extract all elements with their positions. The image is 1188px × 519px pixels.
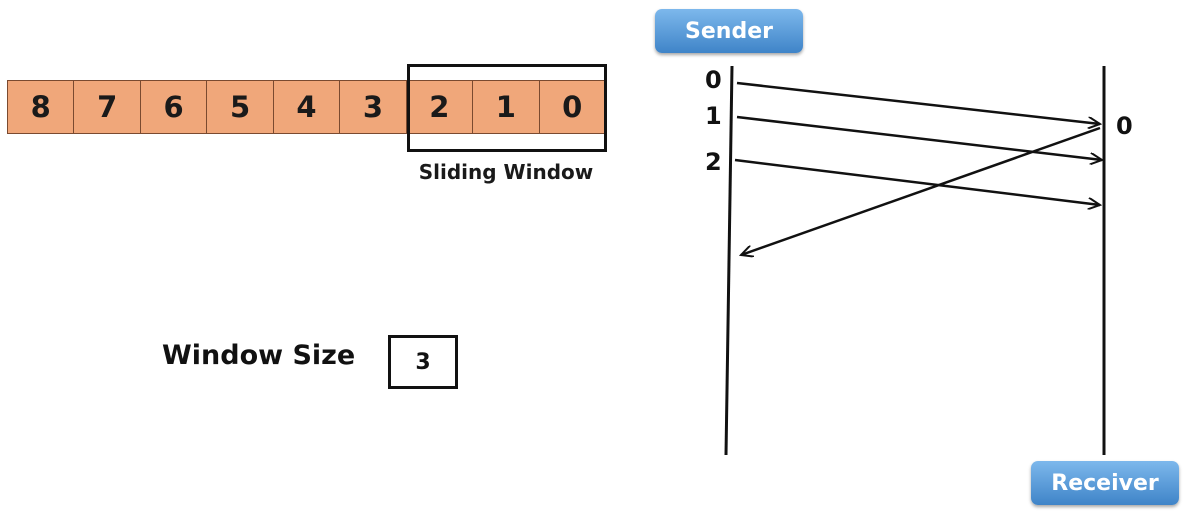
frame-cell: 6 <box>141 81 208 133</box>
frame-cell: 4 <box>274 81 341 133</box>
frame-cell: 1 <box>473 81 540 133</box>
sender-seq-label: 1 <box>705 102 722 130</box>
frame-cell: 2 <box>407 81 474 133</box>
frame-cell: 7 <box>74 81 141 133</box>
ack-arrow-0 <box>741 126 1101 255</box>
frame-arrow-2 <box>734 158 1100 205</box>
frame-cell: 3 <box>340 81 407 133</box>
sliding-window-label: Sliding Window <box>418 160 594 184</box>
frame-buffer: 8 7 6 5 4 3 2 1 0 <box>7 80 606 134</box>
receiver-badge: Receiver <box>1031 461 1179 505</box>
sender-badge: Sender <box>655 9 803 53</box>
frame-arrow-0 <box>736 81 1100 124</box>
sender-seq-label: 0 <box>705 66 722 94</box>
window-size-label: Window Size <box>162 340 356 371</box>
frame-cell: 0 <box>562 90 583 124</box>
sender-timeline <box>724 65 734 456</box>
frame-arrow-1 <box>736 115 1102 160</box>
window-size-value: 3 <box>388 335 458 389</box>
frame-cell: 5 <box>207 81 274 133</box>
frame-cell: 8 <box>8 81 75 133</box>
sender-seq-label: 2 <box>705 148 722 176</box>
sliding-window-box <box>407 64 607 152</box>
receiver-ack-label: 0 <box>1116 112 1133 140</box>
